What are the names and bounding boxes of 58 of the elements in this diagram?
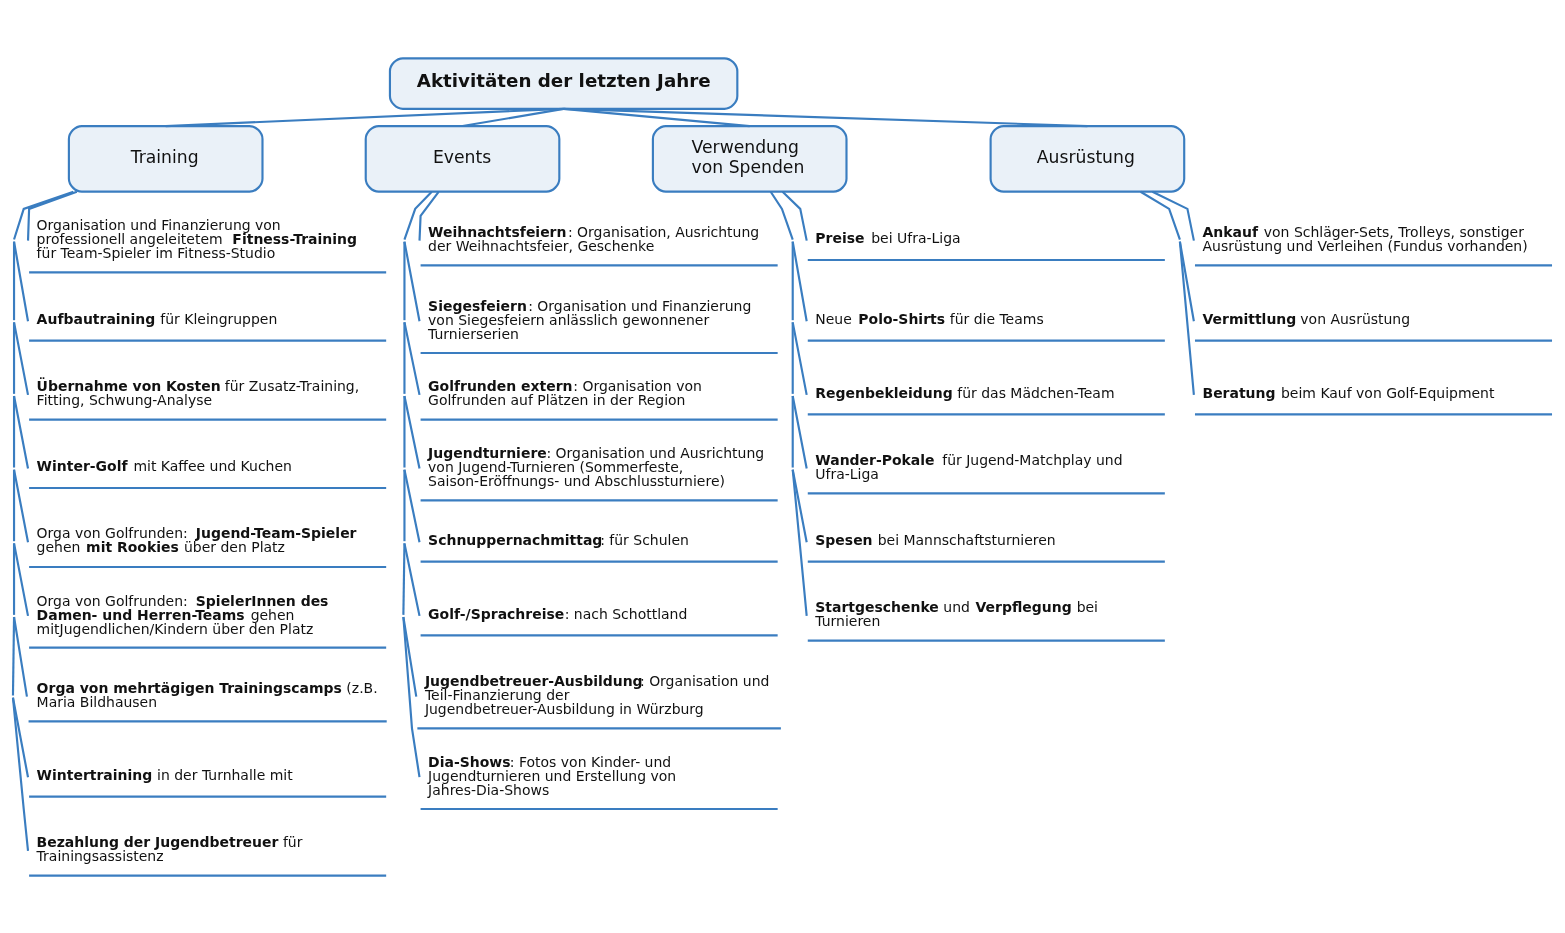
connector	[791, 241, 808, 321]
node-text: Beratung beim Kauf von Golf-Equipment	[1202, 384, 1495, 401]
connector	[403, 542, 421, 616]
node-text: Siegesfeiern: Organisation und Finanzierung von Siegesfeiern anlässlich gewonnener Turnierserien	[428, 297, 752, 342]
connector	[13, 321, 30, 395]
connector	[1140, 190, 1195, 395]
node-text: Bezahlung der Jugendbetreuer für Trainingsassistenz	[36, 833, 303, 864]
node-text: Organisation und Finanzierung von professionell angeleitetem Fitness-Training für Team-Spieler im Fitness-Studio	[36, 216, 357, 261]
node-text: Orga von Golfrunden: SpielerInnen des Damen- und Herren-Teams gehen mitJugendlichen/Kindern über den Platz	[36, 592, 329, 637]
node-text: Wintertraining in der Turnhalle mit	[36, 766, 293, 783]
connector	[13, 542, 30, 616]
node-text: Schnuppernachmittag: für Schulen	[428, 531, 689, 548]
node-text: Vermittlung von Ausrüstung	[1202, 310, 1411, 327]
connector	[403, 240, 421, 321]
node-text: Neue Polo-Shirts für die Teams	[815, 310, 1044, 327]
connector	[462, 107, 564, 127]
node-text: Preise bei Ufra-Liga	[815, 229, 961, 246]
connector	[781, 190, 808, 241]
node-text: Dia-Shows: Fotos von Kinder- und Jugendturnieren und Erstellung von Jahres-Dia-Shows	[428, 753, 677, 798]
node-text: Orga von Golfrunden: Jugend-Team-Spieler gehen mit Rookies über den Platz	[36, 524, 357, 555]
connector	[563, 107, 1088, 127]
connector	[403, 395, 421, 469]
connector	[403, 321, 421, 395]
connector	[403, 468, 421, 542]
connector	[13, 469, 30, 542]
node-text: Orga von mehrtägigen Trainingscamps (z.B. Maria Bildhausen	[36, 679, 378, 710]
node-box: Aktivitäten der letzten Jahre	[388, 56, 739, 110]
node-text: Startgeschenke und Verpflegung bei Turnieren	[815, 598, 1098, 629]
connector	[26, 190, 78, 241]
connector	[11, 190, 74, 851]
connector	[791, 395, 808, 469]
connector	[791, 321, 808, 395]
node-box: Events	[364, 124, 561, 193]
node-text: Winter-Golf mit Kaffee und Kuchen	[36, 457, 292, 474]
node-text: Regenbekleidung für das Mädchen-Team	[815, 384, 1115, 401]
node-box: Verwendung von Spenden	[651, 124, 848, 193]
connector	[12, 616, 28, 697]
connector	[165, 107, 564, 127]
node-text: Aufbautraining für Kleingruppen	[36, 310, 278, 327]
connector	[13, 395, 30, 469]
node-box: Training	[67, 124, 264, 193]
connector	[769, 190, 808, 616]
node-text: Golfrunden extern: Organisation von Golfrunden auf Plätzen in der Region	[428, 377, 702, 408]
connector	[11, 697, 30, 777]
node-text: Weihnachtsfeiern: Organisation, Ausrichtung der Weihnachtsfeier, Geschenke	[428, 223, 760, 254]
connector	[1151, 190, 1195, 241]
node-text: Spesen bei Mannschaftsturnieren	[815, 531, 1056, 548]
node-text: Jugendbetreuer-Ausbildung: Organisation und Teil-Finanzierung der Jugendbetreuer-Ausbildung in Würzburg	[424, 672, 770, 717]
node-text: Golf-/Sprachreise: nach Schottland	[428, 605, 688, 622]
connector	[402, 616, 418, 697]
node-text: Ankauf von Schläger-Sets, Trolleys, sonstiger Ausrüstung und Verleihen (Fundus vorhanden)	[1202, 223, 1528, 254]
connector	[13, 241, 30, 321]
node-box: Ausrüstung	[989, 124, 1186, 193]
node-text: Übernahme von Kosten für Zusatz-Training, Fitting, Schwung-Analyse	[36, 377, 360, 408]
connector	[402, 190, 433, 777]
node-text: Wander-Pokale für Jugend-Matchplay und Ufra-Liga	[815, 451, 1123, 482]
node-text: Jugendturniere: Organisation und Ausrichtung von Jugend-Turnieren (Sommerfeste, Saison-Eröffnungs- und Abschlussturniere)	[428, 444, 765, 489]
connector	[418, 190, 440, 241]
